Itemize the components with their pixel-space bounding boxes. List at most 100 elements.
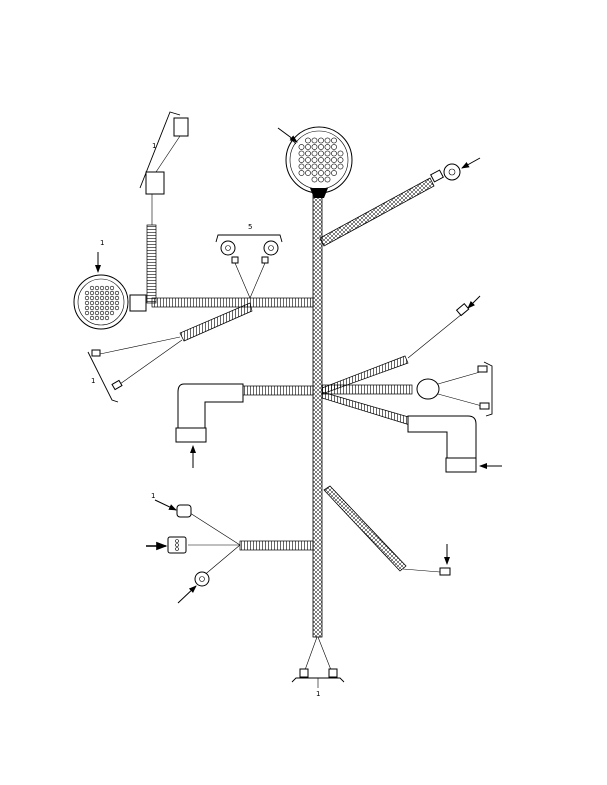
connector-pin: [324, 137, 331, 144]
callout-top-center: 5: [248, 223, 252, 231]
bottom-terminals: 1: [291, 636, 345, 698]
connector-pin: [104, 285, 110, 291]
connector-pin: [298, 150, 305, 157]
branch-middle-left: [175, 383, 314, 443]
connector-pin: [84, 290, 90, 296]
connector-pin: [305, 137, 311, 144]
connector-pin: [99, 295, 105, 301]
connector-pin: [89, 295, 95, 301]
connector-pin: [109, 290, 115, 296]
connector-pin: [324, 170, 331, 176]
connector-pin: [84, 305, 90, 311]
branch-middle-right: [321, 303, 493, 473]
connector-pin: [109, 285, 115, 291]
branch-left-diagonal: 1: [87, 302, 253, 403]
connector-pin: [94, 315, 100, 321]
connector-pin: [318, 144, 324, 150]
connector-pin: [94, 295, 100, 301]
connector-pin: [311, 137, 318, 144]
connector-pin: [298, 170, 305, 176]
branch-lower-left: 1: [151, 492, 314, 587]
connector-pin: [104, 315, 110, 321]
branch-lower-right: [323, 485, 451, 576]
connector-pin: [94, 290, 100, 296]
connector-pin: [318, 170, 324, 176]
connector-pin: [114, 300, 120, 306]
callout-bottom: 1: [316, 690, 320, 698]
callout-mid-left: 1: [151, 492, 155, 500]
connector-pin: [311, 150, 318, 157]
connector-pin: [311, 144, 318, 150]
ring-terminals-center: 5: [215, 223, 283, 299]
connector-pin: [337, 157, 344, 163]
connector-pin: [318, 150, 324, 157]
connector-pin: [305, 157, 311, 163]
connector-pin: [99, 305, 105, 311]
connector-pin: [99, 285, 105, 291]
connector-pin: [94, 300, 100, 306]
connector-pin: [337, 150, 344, 157]
connector-pin: [89, 305, 95, 311]
connector-pin: [104, 295, 110, 301]
arrow-ring-terminal-upper-right: [461, 157, 481, 169]
connector-pin: [318, 137, 324, 144]
connector-pin: [94, 305, 100, 311]
connector-pin: [94, 310, 100, 316]
arrow-lower-left-bottom: [177, 585, 197, 604]
connector-top-left: 1: [139, 111, 189, 225]
connector-pin: [84, 310, 90, 316]
connector-pin: [298, 157, 305, 163]
connector-pin: [104, 300, 110, 306]
connector-pin: [318, 163, 324, 170]
connector-pin: [109, 305, 115, 311]
connector-pin: [305, 150, 311, 157]
connector-pin: [318, 157, 324, 163]
connector-pin: [311, 157, 318, 163]
connector-pin: [104, 305, 110, 311]
connector-pin: [99, 310, 105, 316]
callout-left-connector: 1: [100, 239, 104, 247]
connector-pin: [84, 300, 90, 306]
connector-pin: [109, 310, 115, 316]
connector-pin: [311, 176, 318, 183]
arrow-main-connector: [277, 127, 298, 143]
connector-pin: [331, 144, 337, 150]
connector-pin: [114, 290, 120, 296]
connector-pin: [318, 176, 324, 183]
arrow-lower-left-top: [154, 499, 177, 511]
connector-pin: [305, 144, 311, 150]
connector-pin: [89, 285, 95, 291]
connector-pin: [114, 295, 120, 301]
connector-pin: [337, 163, 344, 170]
arrow-right-top-terminal: [467, 295, 481, 309]
connector-pin: [324, 176, 331, 183]
connector-pin: [324, 157, 331, 163]
callout-top-left: 1: [152, 142, 156, 150]
connector-pin: [104, 310, 110, 316]
main-trunk: [312, 194, 323, 638]
connector-pin: [311, 163, 318, 170]
connector-pin: [94, 285, 100, 291]
connector-pin: [331, 170, 337, 176]
connector-left-round: 1: [73, 239, 129, 330]
connector-pin: [99, 290, 105, 296]
connector-pin: [298, 163, 305, 170]
connector-pin: [331, 163, 337, 170]
connector-pin: [324, 163, 331, 170]
connector-pin: [114, 305, 120, 311]
connector-pin: [89, 315, 95, 321]
callout-left-small: 1: [91, 377, 95, 385]
branch-upper-left: [129, 224, 314, 312]
connector-pin: [104, 290, 110, 296]
connector-pin: [311, 170, 318, 176]
connector-pin: [99, 300, 105, 306]
connector-pin: [331, 137, 337, 144]
connector-pin: [109, 295, 115, 301]
connector-pin: [305, 170, 311, 176]
connector-pin: [89, 290, 95, 296]
connector-pin: [324, 144, 331, 150]
connector-pin: [84, 295, 90, 301]
connector-pin: [99, 315, 105, 321]
branch-upper-right: [319, 163, 461, 247]
